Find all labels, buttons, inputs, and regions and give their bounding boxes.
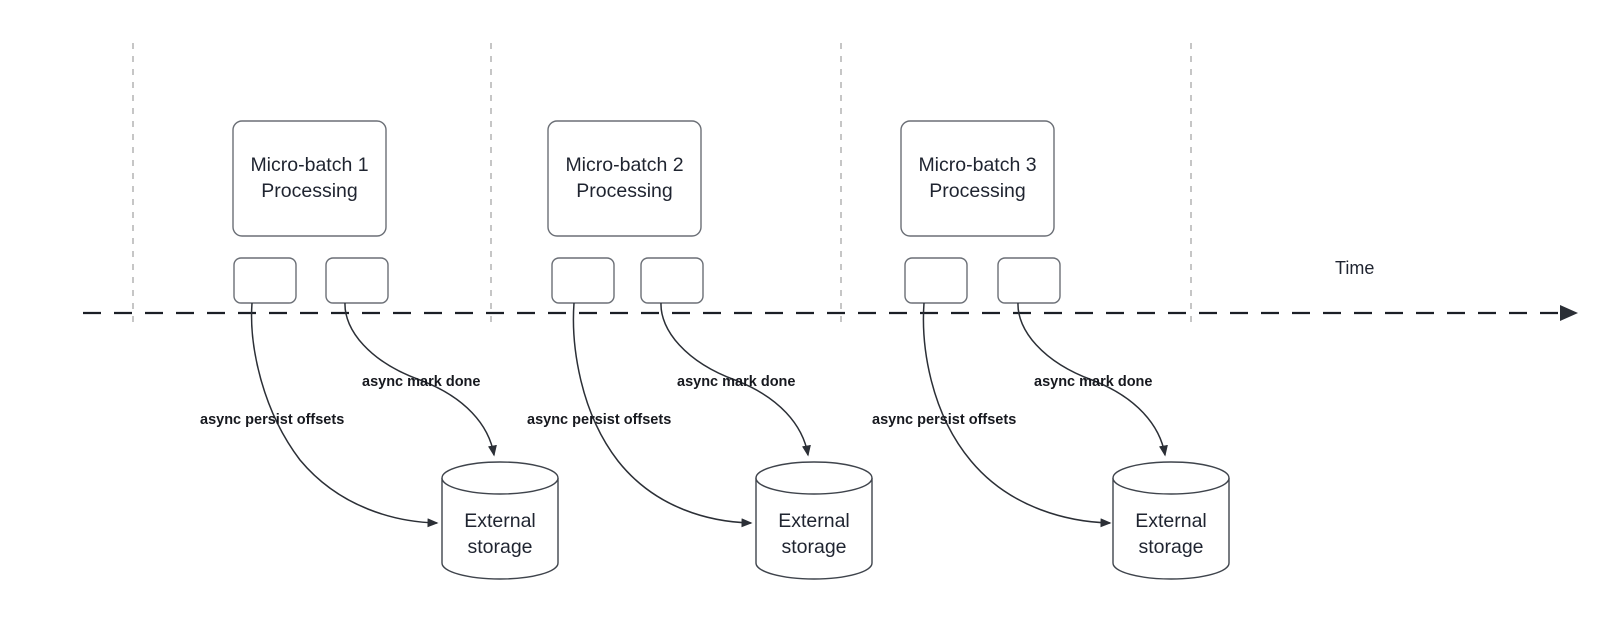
- process-box-1[interactable]: [232, 120, 387, 237]
- edge-persist-offsets-3-label: async persist offsets: [872, 412, 1016, 428]
- task-box-1-left[interactable]: [233, 257, 297, 304]
- task-box-2-right[interactable]: [640, 257, 704, 304]
- time-axis-arrowhead: [1560, 305, 1578, 321]
- edge-mark-done-3-label: async mark done: [1034, 374, 1152, 390]
- cluster-micro-batch-1: Micro-batch 1 Processing async persist o…: [200, 120, 559, 580]
- edge-mark-done-1: [344, 302, 497, 457]
- edge-persist-offsets-2-label: async persist offsets: [527, 412, 671, 428]
- process-box-2[interactable]: [547, 120, 702, 237]
- task-box-3-left[interactable]: [904, 257, 968, 304]
- external-storage-3[interactable]: External storage: [1112, 461, 1230, 580]
- edge-persist-offsets-3: [922, 302, 1112, 528]
- time-axis-label: Time: [1335, 258, 1374, 278]
- edge-mark-done-1-label: async mark done: [362, 374, 480, 390]
- cluster-micro-batch-3: Micro-batch 3 Processing async persist o…: [872, 120, 1230, 580]
- task-box-2-left[interactable]: [551, 257, 615, 304]
- time-axis: Time: [83, 258, 1578, 321]
- edge-persist-offsets-1: [250, 302, 439, 528]
- edge-mark-done-2-label: async mark done: [677, 374, 795, 390]
- external-storage-2[interactable]: External storage: [755, 461, 873, 580]
- external-storage-1[interactable]: External storage: [441, 461, 559, 580]
- process-box-3[interactable]: [900, 120, 1055, 237]
- edge-mark-done-2: [660, 302, 811, 457]
- edge-mark-done-3: [1017, 302, 1168, 457]
- boundary-tick-group: [132, 43, 1192, 326]
- edge-persist-offsets-1-label: async persist offsets: [200, 412, 344, 428]
- task-box-3-right[interactable]: [997, 257, 1061, 304]
- cluster-micro-batch-2: Micro-batch 2 Processing async persist o…: [527, 120, 873, 580]
- task-box-1-right[interactable]: [325, 257, 389, 304]
- edge-persist-offsets-2: [572, 302, 753, 528]
